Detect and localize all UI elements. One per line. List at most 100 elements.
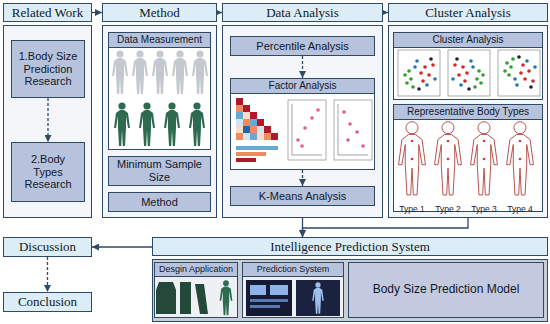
process-box: K-Means Analysis: [230, 186, 375, 206]
illustration-shape: [483, 158, 486, 161]
flow-arrow: [47, 257, 48, 292]
illustration-shape: [507, 122, 534, 195]
process-box: 1.Body Size Prediction Research: [11, 40, 85, 98]
box-label: Representative Body Types: [394, 105, 542, 120]
illustration-shape: [236, 133, 243, 140]
illustrated-box: Cluster Analysis: [393, 32, 543, 100]
illustration-shape: [270, 285, 288, 295]
illustration-shape: [139, 102, 155, 146]
label-slot: Type 2: [428, 198, 468, 216]
illustration-shape: [303, 126, 307, 130]
type-label: Type 4: [507, 204, 533, 214]
illustrated-box: Prediction System: [242, 262, 344, 318]
illustration-shape: [243, 105, 250, 112]
flow-arrow: [303, 218, 469, 237]
illustration-shape: [271, 133, 278, 140]
illustration-shape: [334, 100, 372, 160]
illustration-shape: [243, 119, 250, 126]
illustrated-box: Factor Analysis: [230, 78, 375, 170]
illustration-shape: [411, 158, 414, 161]
illustration-shape: [112, 50, 128, 94]
illustration-shape: [338, 155, 368, 156]
illustration-shape: [292, 155, 322, 156]
flow-arrow: [47, 98, 48, 142]
illustration-shape: [243, 112, 250, 119]
measurement-mannequins: [112, 50, 208, 94]
illustration-shape: [300, 144, 304, 148]
illustration-shape: [250, 133, 257, 140]
illustration-shape: [220, 280, 233, 315]
flow-arrow: [383, 12, 388, 13]
illustration-shape: [189, 102, 205, 146]
illustration-shape: [132, 50, 148, 94]
illustration-shape: [264, 133, 271, 140]
flow-arrow: [302, 170, 303, 186]
column-heading: Intelligence Prediction System: [152, 237, 548, 256]
box-label: 1.Body Size Prediction Research: [16, 50, 80, 88]
process-box: 2.Body Types Research: [11, 142, 85, 202]
illustrated-box: Data Measurement: [108, 32, 211, 150]
measurement-suits: [114, 102, 205, 146]
illustration-shape: [250, 119, 257, 126]
illustration-shape: [447, 158, 450, 161]
illustration-shape: [399, 122, 426, 195]
illustration-shape: [310, 116, 314, 120]
illustration-shape: [264, 126, 271, 133]
illustration-shape: [316, 108, 320, 112]
illustration-shape: [243, 126, 250, 133]
box-label: Method: [113, 196, 206, 209]
illustration-shape: [236, 126, 243, 133]
illustration-shape: [471, 122, 498, 195]
illustration-shape: [451, 57, 485, 91]
illustration-shape: [156, 282, 176, 314]
correlation-heatmap: [236, 98, 278, 162]
box-label: Data Measurement: [109, 33, 210, 48]
label-slot: Type 3: [464, 198, 504, 216]
illustration-shape: [361, 144, 365, 148]
prediction-screens: [246, 280, 340, 316]
illustration-shape: [192, 50, 208, 94]
illustration-shape: [447, 140, 450, 143]
box-label: Body Size Prediction Model: [353, 283, 539, 297]
body-type-figures: [399, 122, 534, 195]
illustration-shape: [236, 152, 266, 156]
flow-arrow: [92, 246, 152, 247]
box-label: Conclusion: [8, 295, 87, 310]
type-label: Type 3: [471, 204, 497, 214]
column-panel: Method Data MeasurementMinimum Sample Siz…: [102, 3, 217, 218]
illustrated-box: Desgin Application: [154, 262, 238, 318]
illustration-shape: [257, 119, 264, 126]
label-slot: Type 1: [392, 198, 432, 216]
flow-arrow: [217, 12, 222, 13]
illustration-shape: [236, 112, 243, 119]
label-slot: Type 4: [500, 198, 540, 216]
illustration-shape: [250, 305, 280, 308]
flow-arrow: [302, 218, 303, 237]
flow-arrow: [302, 56, 303, 78]
box-label: Desgin Application: [155, 263, 237, 277]
column-heading: Related Work: [3, 3, 92, 22]
illustration-shape: [296, 280, 340, 316]
type-label: Type 1: [399, 204, 425, 214]
cluster-scatter-plots: [398, 50, 540, 96]
illustration-shape: [246, 280, 292, 316]
illustration-shape: [342, 110, 346, 114]
illustration-shape: [180, 282, 191, 314]
illustration-shape: [172, 50, 188, 94]
illustration-shape: [338, 104, 339, 155]
column-panel: Intelligence Prediction SystemDesgin App…: [152, 237, 548, 322]
illustration-shape: [498, 50, 540, 96]
flow-arrow: [92, 12, 102, 13]
illustration-shape: [435, 122, 462, 195]
illustration-shape: [257, 126, 264, 133]
process-box: Minimum Sample Size: [108, 156, 211, 186]
box-label: Factor Analysis: [231, 79, 374, 94]
illustration-shape: [348, 122, 352, 126]
illustration-shape: [195, 284, 208, 314]
process-box: Body Size Prediction Model: [348, 262, 544, 318]
illustration-shape: [236, 105, 243, 112]
illustration-shape: [236, 158, 256, 162]
illustration-shape: [164, 102, 180, 146]
